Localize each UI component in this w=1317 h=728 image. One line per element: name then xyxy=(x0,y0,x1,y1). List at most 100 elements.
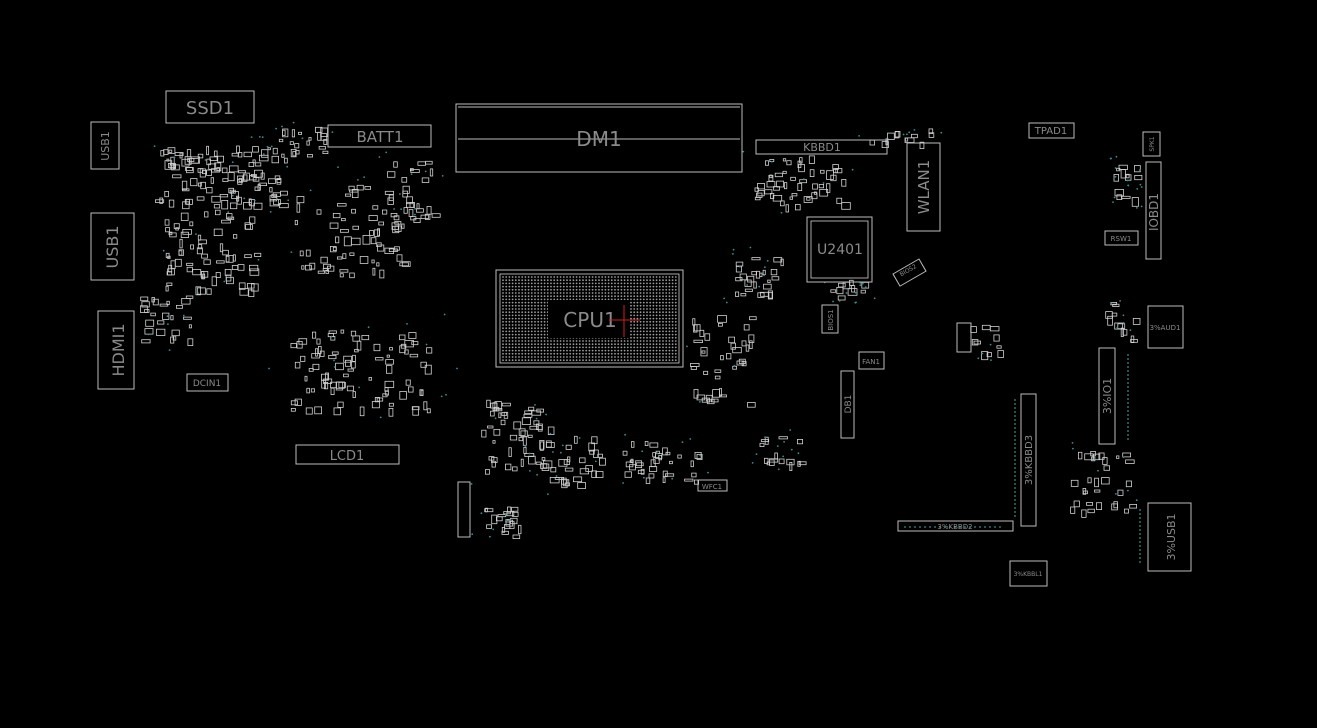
smd-pad xyxy=(509,434,518,441)
cpu-ball xyxy=(521,343,524,346)
smd-pad xyxy=(803,196,813,203)
cpu-ball xyxy=(569,356,572,358)
component-u2401[interactable]: U2401 xyxy=(806,216,873,283)
smd-pad xyxy=(249,175,257,181)
cpu-ball xyxy=(556,288,559,291)
cpu-ball xyxy=(598,359,600,362)
cpu-ball xyxy=(514,330,517,333)
component-kbbd3[interactable]: 3%KBBD3 xyxy=(1020,393,1037,527)
smd-pad xyxy=(201,253,208,259)
smd-pad xyxy=(513,421,522,430)
component-wfc1[interactable]: WFC1 xyxy=(697,479,728,492)
smd-pad xyxy=(322,150,329,154)
cpu-ball xyxy=(646,304,648,307)
cpu-ball xyxy=(620,288,623,291)
cpu-ball xyxy=(582,343,584,346)
cpu-ball xyxy=(527,311,530,314)
component-dm1[interactable]: DM1 xyxy=(455,103,743,173)
component-usb1-right[interactable]: 3%USB1 xyxy=(1147,502,1192,572)
smd-pad xyxy=(730,342,736,350)
cpu-ball xyxy=(630,320,632,323)
smd-pad xyxy=(306,140,310,146)
cpu-ball xyxy=(588,282,591,285)
component-kbbl1[interactable]: 3%KBBL1 xyxy=(1009,560,1048,587)
cpu-ball xyxy=(514,292,517,294)
component-wlan1[interactable]: WLAN1 xyxy=(906,142,941,232)
component-aud1[interactable]: 3%AUD1 xyxy=(1147,305,1184,349)
smd-pad xyxy=(421,177,430,183)
cpu-ball xyxy=(559,288,562,291)
component-ssd1[interactable]: SSD1 xyxy=(165,90,255,124)
component-fan1[interactable]: FAN1 xyxy=(858,351,885,370)
cpu-ball xyxy=(527,304,530,307)
component-rsw1[interactable]: RSW1 xyxy=(1104,230,1139,246)
smd-pad xyxy=(691,472,697,478)
component-iobd1[interactable]: IOBD1 xyxy=(1145,161,1162,260)
cpu-ball xyxy=(607,356,610,358)
via xyxy=(864,286,867,288)
component-hdmi1[interactable]: HDMI1 xyxy=(97,310,135,390)
smd-pad xyxy=(492,440,496,444)
connector-pin xyxy=(1139,517,1141,519)
connector-small-right[interactable] xyxy=(956,322,972,353)
cpu-ball xyxy=(658,324,661,326)
component-lcd1[interactable]: LCD1 xyxy=(295,444,400,465)
cpu-ball xyxy=(524,276,527,278)
cpu-ball xyxy=(537,301,540,304)
via xyxy=(258,136,261,138)
cpu-ball xyxy=(674,352,677,355)
cpu-ball xyxy=(668,324,671,326)
smd-pad xyxy=(347,368,354,372)
component-usb1-top[interactable]: USB1 xyxy=(90,121,120,170)
cpu-ball xyxy=(502,276,504,278)
cpu-ball xyxy=(566,356,568,358)
cpu-ball xyxy=(668,340,671,342)
component-db1[interactable]: DB1 xyxy=(840,370,855,439)
component-kbbd1[interactable]: KBBD1 xyxy=(755,139,888,155)
smd-pad xyxy=(386,354,390,358)
smd-pad xyxy=(308,137,312,141)
smd-pad xyxy=(231,264,239,270)
cpu-ball xyxy=(607,340,610,342)
connector-strip-bottom[interactable] xyxy=(457,481,471,538)
via xyxy=(1140,186,1143,188)
component-batt1[interactable]: BATT1 xyxy=(327,124,432,148)
smd-pad xyxy=(830,289,837,293)
smd-pad xyxy=(227,172,235,182)
component-kbbd2[interactable]: 3%KBBD2 xyxy=(897,520,1014,532)
component-bios1[interactable]: BIOS1 xyxy=(821,304,839,334)
smd-pad xyxy=(757,292,765,298)
cpu-ball xyxy=(540,356,543,358)
cpu-ball xyxy=(518,314,520,317)
cpu-ball xyxy=(543,301,546,304)
via xyxy=(981,352,984,355)
cpu-ball xyxy=(665,276,668,278)
cpu-ball xyxy=(530,282,533,285)
cpu-ball xyxy=(671,349,674,352)
cpu-ball xyxy=(671,311,674,314)
cpu-ball xyxy=(502,308,504,310)
smd-pad xyxy=(236,195,240,202)
cpu-ball xyxy=(511,336,514,339)
cpu-ball xyxy=(646,292,648,294)
cpu-ball xyxy=(630,346,632,349)
component-io1[interactable]: 3%IO1 xyxy=(1098,347,1116,445)
component-dcin1[interactable]: DCIN1 xyxy=(186,373,229,392)
smd-pad xyxy=(780,258,784,267)
component-spk1[interactable]: SPK1 xyxy=(1142,131,1161,157)
smd-pad xyxy=(1116,167,1121,172)
component-tpad1[interactable]: TPAD1 xyxy=(1028,122,1075,139)
cpu-ball xyxy=(649,311,652,314)
component-usb1-left[interactable]: USB1 xyxy=(90,212,135,281)
smd-pad xyxy=(289,141,294,145)
component-cpu1[interactable]: CPU1 xyxy=(495,269,684,368)
cpu-ball xyxy=(556,352,559,355)
cpu-ball xyxy=(569,295,572,298)
smd-pad xyxy=(768,458,779,463)
cpu-ball xyxy=(614,346,616,349)
cpu-ball xyxy=(658,349,661,352)
smd-pad xyxy=(356,184,364,191)
smd-pad xyxy=(174,152,184,156)
cpu-ball xyxy=(646,301,648,304)
cpu-ball xyxy=(534,282,536,285)
